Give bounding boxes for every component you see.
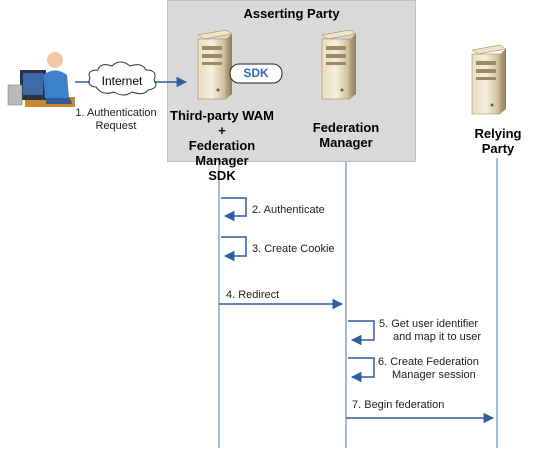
fm-label-line2: Manager	[319, 135, 373, 150]
step-5-line1: 5. Get user identifier	[379, 318, 479, 330]
wam-label-line2: Federation Manager	[188, 138, 256, 168]
step-6-label: 6. Create Federation Manager session	[378, 356, 479, 382]
internet-cloud-icon	[88, 61, 157, 96]
federation-manager-server-icon	[321, 29, 357, 100]
arrow-step-5	[348, 320, 375, 346]
step-1-label: 1. Authentication Request	[66, 107, 166, 133]
rp-label-line2: Party	[481, 141, 515, 156]
step-3-label: 3. Create Cookie	[252, 243, 335, 255]
step-2-label: 2. Authenticate	[252, 204, 325, 216]
wam-label-line3: SDK	[208, 168, 236, 183]
relying-party-server-icon	[471, 44, 507, 115]
step-1-line2: Request	[95, 120, 137, 132]
federation-manager-label: Federation Manager	[300, 120, 392, 150]
step-6-line2: Manager session	[392, 369, 476, 381]
wam-server-icon	[197, 29, 233, 100]
step-5-label: 5. Get user identifier and map it to use…	[379, 318, 481, 344]
wam-label-line1: Third-party WAM +	[170, 108, 274, 138]
step-1-line1: 1. Authentication	[75, 107, 157, 119]
arrow-step-6	[348, 357, 375, 383]
internet-label: Internet	[101, 74, 143, 88]
step-6-line1: 6. Create Federation	[378, 356, 479, 368]
sdk-badge-label: SDK	[243, 66, 269, 80]
step-4-label: 4. Redirect	[226, 289, 280, 301]
sdk-badge-shape	[229, 63, 283, 84]
wam-server-label: Third-party WAM + Federation Manager SDK	[167, 108, 277, 183]
rp-label-line1: Relying	[474, 126, 522, 141]
user-computer-icon	[7, 52, 75, 107]
step-7-label: 7. Begin federation	[352, 399, 445, 411]
arrow-step-2	[221, 197, 247, 222]
fm-label-line1: Federation	[312, 120, 380, 135]
arrow-step-3	[221, 236, 247, 262]
asserting-party-title: Asserting Party	[243, 6, 340, 21]
step-5-line2: and map it to user	[393, 331, 482, 343]
relying-party-label: Relying Party	[462, 126, 534, 156]
